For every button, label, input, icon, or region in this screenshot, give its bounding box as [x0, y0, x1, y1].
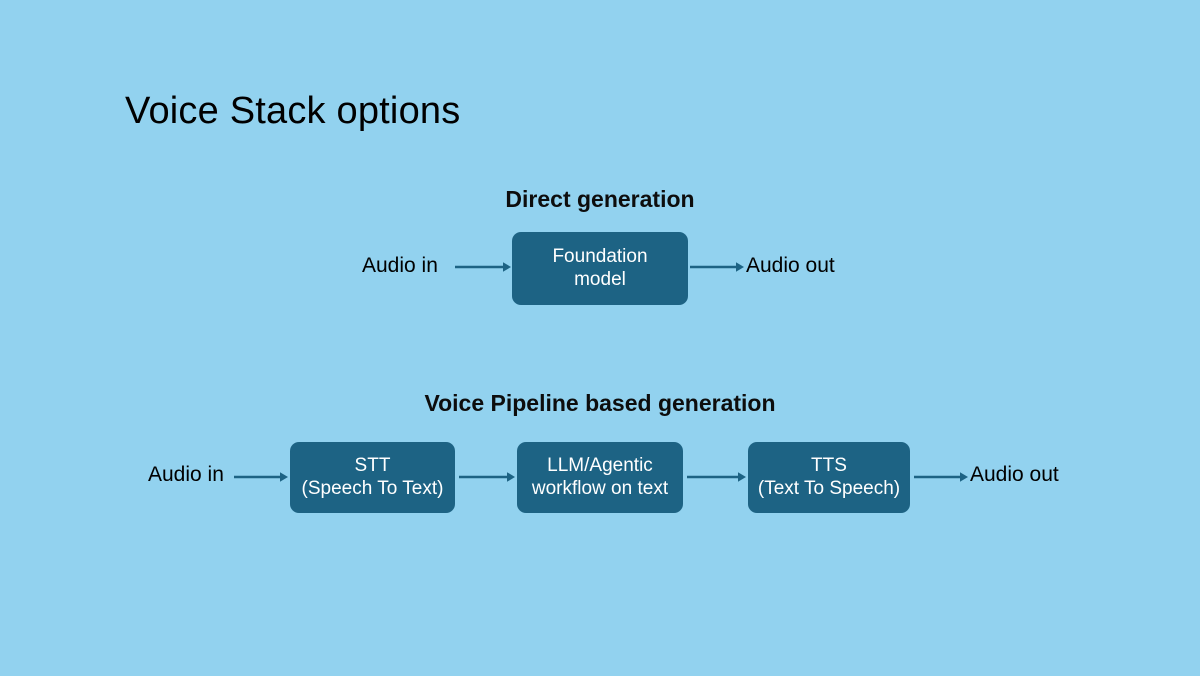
node-llm-agentic-workflow-label: LLM/Agentic workflow on text [532, 455, 668, 500]
node-foundation-model-label: Foundation model [552, 246, 647, 291]
node-tts-line1: TTS [811, 455, 847, 477]
node-tts: TTS (Text To Speech) [748, 442, 910, 513]
section-heading-voice-pipeline: Voice Pipeline based generation [424, 390, 776, 416]
page-title: Voice Stack options [125, 90, 461, 132]
node-stt: STT (Speech To Text) [290, 442, 455, 513]
node-llm-agentic-workflow: LLM/Agentic workflow on text [517, 442, 683, 513]
label-audio-in-pipeline: Audio in [148, 463, 224, 486]
arrow-audio-in-to-stt [234, 470, 288, 484]
node-tts-line2: (Text To Speech) [757, 477, 901, 499]
label-audio-out-pipeline: Audio out [970, 463, 1059, 486]
node-llm-line1: LLM/Agentic [547, 455, 653, 477]
node-foundation-model-line1: Foundation [552, 246, 648, 268]
arrow-foundation-model-to-audio-out [690, 260, 744, 274]
node-foundation-model: Foundation model [512, 232, 688, 305]
node-stt-line1: STT [354, 455, 391, 477]
arrow-stt-to-llm [459, 470, 515, 484]
label-audio-out-direct: Audio out [746, 254, 835, 277]
node-tts-label: TTS (Text To Speech) [758, 455, 900, 500]
label-audio-in-direct: Audio in [362, 254, 438, 277]
arrow-audio-in-to-foundation-model [455, 260, 511, 274]
node-stt-label: STT (Speech To Text) [302, 455, 444, 500]
node-stt-line2: (Speech To Text) [301, 477, 444, 499]
node-foundation-model-line2: model [574, 268, 626, 290]
section-heading-direct-generation: Direct generation [505, 186, 695, 212]
node-llm-line2: workflow on text [531, 477, 669, 499]
arrow-llm-to-tts [687, 470, 746, 484]
arrow-tts-to-audio-out [914, 470, 968, 484]
